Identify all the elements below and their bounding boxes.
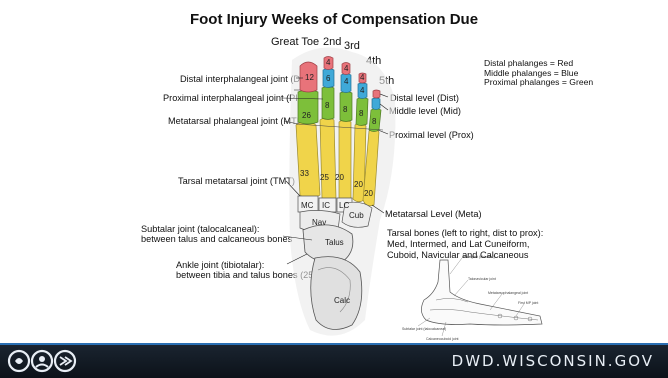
inset-label-subtalar: Subtalar joint (talocalcaneal) bbox=[402, 327, 446, 331]
bone-label-calc: Calc bbox=[334, 296, 350, 305]
bone-num-4th-proximal: 8 bbox=[359, 109, 364, 118]
inset-label-talonavicular: Talonavicular joint bbox=[468, 277, 496, 281]
inset-label-first-mp: First MP joint bbox=[518, 301, 538, 305]
bone-num-4th-middle: 4 bbox=[360, 86, 365, 95]
bone-num-4th-metatarsal: 20 bbox=[354, 180, 363, 189]
bone-num-4th-distal: 4 bbox=[360, 73, 365, 82]
bone-label-nav: Nav bbox=[312, 218, 326, 227]
inset-label-calcaneocuboid: Calcaneocuboid joint bbox=[426, 337, 459, 341]
inset-label-ankle: Ankle joint (tibiotalar) bbox=[462, 255, 495, 259]
inset-label-mtp: Metatarsophalangeal joint bbox=[488, 291, 528, 295]
bone-num-great-metatarsal: 33 bbox=[300, 169, 309, 178]
bone-num-2nd-proximal: 8 bbox=[325, 101, 330, 110]
bone-label-cub: Cub bbox=[349, 211, 364, 220]
footer-site-url: DWD.WISCONSIN.GOV bbox=[452, 352, 654, 370]
bone-num-5th-metatarsal: 20 bbox=[364, 189, 373, 198]
bone-num-2nd-distal: 4 bbox=[326, 58, 331, 67]
dwd-logo-icon bbox=[6, 348, 96, 374]
bone-label-mc: MC bbox=[301, 201, 314, 210]
bone-label-lc: LC bbox=[339, 201, 349, 210]
bone-num-2nd-middle: 6 bbox=[326, 74, 331, 83]
bone-num-2nd-metatarsal: 25 bbox=[320, 173, 329, 182]
bone-num-great-proximal: 26 bbox=[302, 111, 311, 120]
bone-num-3rd-metatarsal: 20 bbox=[335, 173, 344, 182]
bone-label-ic: IC bbox=[322, 201, 330, 210]
bone-num-great-distal: 12 bbox=[305, 73, 314, 82]
side-view-foot-inset: Ankle joint (tibiotalar) Talonavicular j… bbox=[400, 252, 550, 344]
bone-num-3rd-proximal: 8 bbox=[343, 105, 348, 114]
bone-num-5th-proximal: 8 bbox=[372, 117, 377, 126]
bone-label-talus: Talus bbox=[325, 238, 344, 247]
bone-num-3rd-distal: 4 bbox=[344, 64, 349, 73]
bone-num-3rd-middle: 4 bbox=[344, 77, 349, 86]
